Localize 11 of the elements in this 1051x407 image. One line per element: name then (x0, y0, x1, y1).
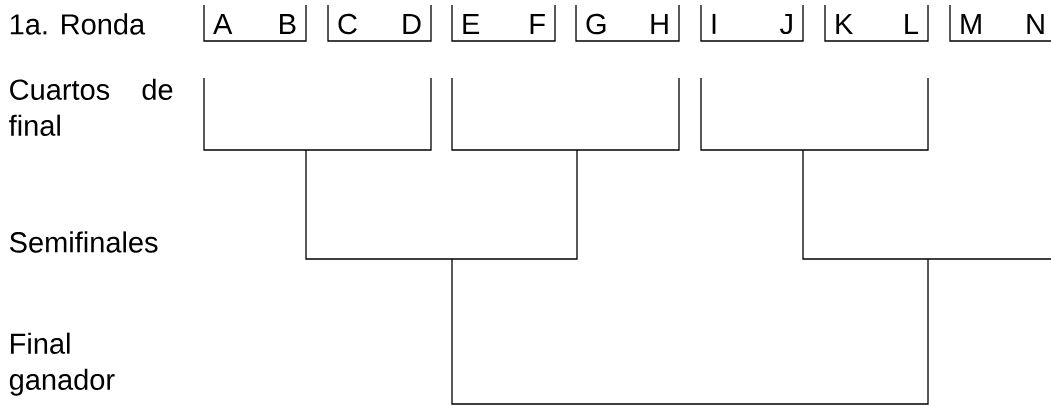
row-label: Cuartos de final (9, 78, 173, 136)
pair-box: M N (949, 4, 1051, 42)
pair-box: K L (824, 4, 929, 42)
row-label: Final ganador (9, 332, 115, 396)
pair-box: C D (327, 4, 432, 42)
pair-box: G H (575, 4, 680, 42)
pair-box: I J (700, 4, 804, 42)
pair-box: A B (203, 4, 307, 42)
row-label: 1a. Ronda (10, 13, 146, 35)
row-label: Semifinales (9, 231, 158, 253)
pair-box: E F (451, 4, 556, 42)
